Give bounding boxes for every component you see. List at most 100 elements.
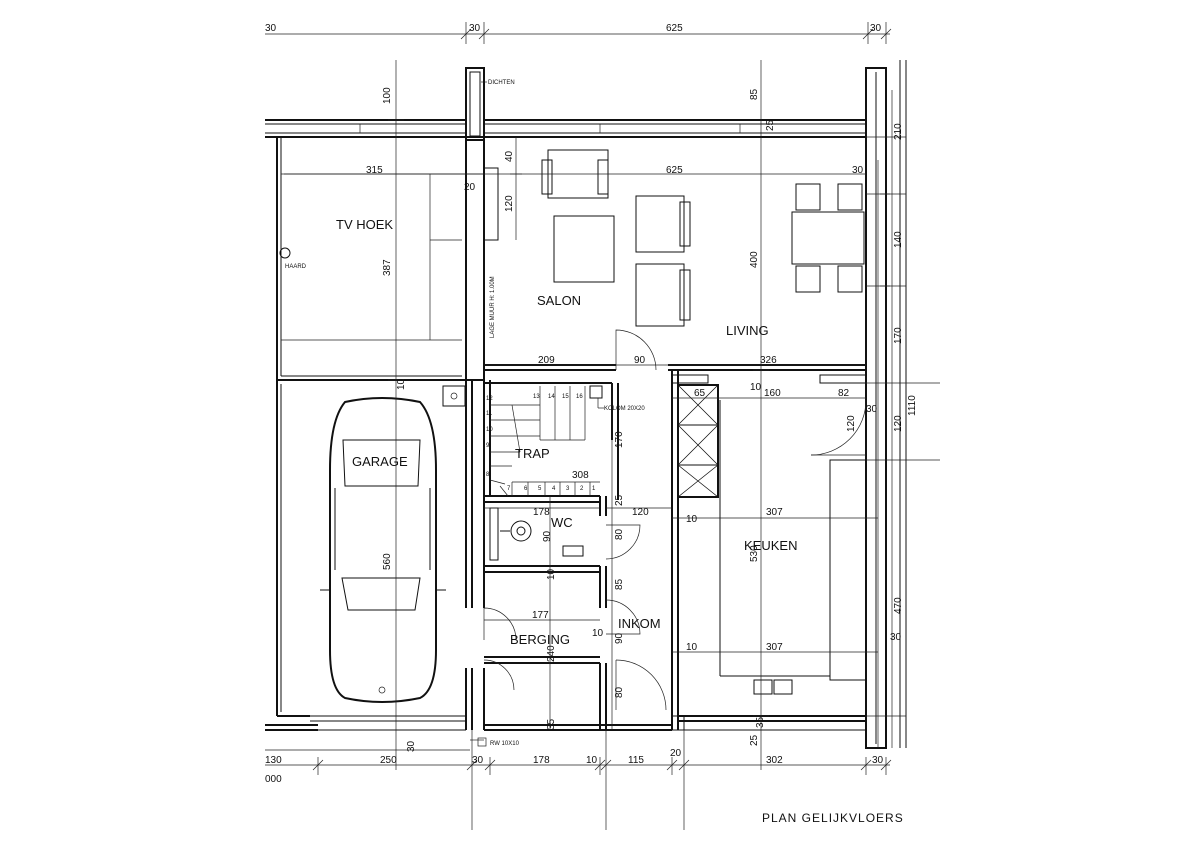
dim-v-85: 85 [749,88,760,100]
room-garage: GARAGE [352,454,408,469]
dim-h-625: 625 [666,165,683,176]
dim-top-625: 625 [666,23,683,34]
dim-b-10: 10 [586,755,598,766]
dim-b-302: 302 [766,755,783,766]
dim-b-30b: 30 [872,755,884,766]
room-salon: SALON [537,293,581,308]
room-tv-hoek: TV HOEK [336,217,393,232]
walls [265,60,907,749]
stair-step-16: 16 [576,394,583,400]
dim-v-170a: 170 [893,327,904,344]
car-icon [320,397,446,703]
stair-step-12: 12 [486,396,493,402]
stair-step-11: 11 [486,411,493,417]
dim-v-80a: 80 [614,528,625,540]
room-inkom: INKOM [618,616,661,631]
dimension-lines [265,60,940,830]
dimension-labels: 100 85 25 210 40 315 625 30 20 120 387 4… [265,87,918,785]
dim-h-209: 209 [538,355,555,366]
dim-h-308: 308 [572,470,589,481]
dim-v-35: 35 [546,718,557,730]
dim-b-20: 20 [670,748,682,759]
dim-h-307a: 307 [766,507,783,518]
dim-v-90a: 90 [542,530,553,542]
dim-v-387: 387 [382,259,393,276]
dim-v-210: 210 [893,123,904,140]
dim-v-170b: 170 [614,431,625,448]
note-dichten: DICHTEN [488,80,515,86]
dim-h-30b: 30 [866,404,878,415]
dim-v-25: 25 [765,119,776,131]
dim-v-140: 140 [893,231,904,248]
stair-step-15: 15 [562,394,569,400]
dim-v-90b: 90 [614,632,625,644]
dim-v-80b: 80 [614,686,625,698]
dim-h-90a: 90 [634,355,646,366]
stair-step-14: 14 [548,394,555,400]
dim-h-10c: 10 [592,628,604,639]
dim-h-30: 30 [852,165,864,176]
dim-v-530: 530 [749,545,760,562]
dim-v-400: 400 [749,251,760,268]
room-living: LIVING [726,323,769,338]
stair-step-1: 1 [592,486,596,492]
dim-top-30b: 30 [469,23,481,34]
stair-step-9: 9 [486,443,490,449]
stair-step-3: 3 [566,486,570,492]
room-wc: WC [551,515,573,530]
dim-v-10a: 10 [396,378,407,390]
dim-v-40: 40 [504,150,515,162]
stair-step-4: 4 [552,486,556,492]
dim-h-20: 20 [464,182,476,193]
top-dimension-line: 30 30 625 30 [265,22,892,44]
stair-step-10: 10 [486,427,493,433]
dim-b-130: 130 [265,755,282,766]
dim-v-10b: 10 [546,568,557,580]
dim-h-120: 120 [632,507,649,518]
dim-b-000: 000 [265,774,282,785]
doors [483,329,867,711]
plan-title: PLAN GELIJKVLOERS [762,811,904,825]
dim-h-65: 65 [694,388,706,399]
stair-step-8: 8 [486,472,490,478]
dim-h-10a: 10 [750,382,762,393]
room-berging: BERGING [510,632,570,647]
dim-v-35b: 35 [755,716,766,728]
stair-step-2: 2 [580,486,584,492]
note-haard: HAARD [285,264,307,270]
dim-v-100: 100 [382,87,393,104]
note-rw: RW 10X10 [490,741,520,747]
dim-v-1110: 1110 [907,395,918,416]
dim-b-30a: 30 [472,755,484,766]
dim-v-25c: 25 [749,734,760,746]
dim-v-120c: 120 [893,415,904,432]
dim-h-82: 82 [838,388,850,399]
dim-h-307b: 307 [766,642,783,653]
dim-b-115: 115 [628,755,644,766]
room-keuken: KEUKEN [744,538,797,553]
dim-v-470: 470 [893,597,904,614]
dim-h-10d: 10 [686,642,698,653]
annotations: DICHTEN HAARD LAGE MUUR H: 1.00M KOLOM 2… [285,80,645,747]
dim-v-30: 30 [406,740,417,752]
dim-v-240: 240 [546,645,557,662]
dim-top-30a: 30 [265,23,277,34]
dim-v-120b: 120 [846,415,857,432]
stairs: 1 2 3 4 5 6 7 8 9 10 11 12 13 14 15 16 [486,386,600,497]
dim-b-250: 250 [380,755,397,766]
dim-v-560: 560 [382,553,393,570]
dim-v-85b: 85 [614,578,625,590]
dim-h-326: 326 [760,355,777,366]
stair-step-13: 13 [533,394,540,400]
dim-v-25b: 25 [614,494,625,506]
stair-step-6: 6 [524,486,528,492]
dim-h-178a: 178 [533,507,550,518]
furniture [279,149,865,327]
dim-h-10b: 10 [686,514,698,525]
dim-h-177: 177 [532,610,549,621]
note-lage-muur: LAGE MUUR H: 1.00M [490,276,496,338]
dim-h-30c: 30 [890,632,902,643]
dim-v-120a: 120 [504,195,515,212]
room-labels: TV HOEK SALON LIVING GARAGE TRAP WC KEUK… [336,217,797,647]
